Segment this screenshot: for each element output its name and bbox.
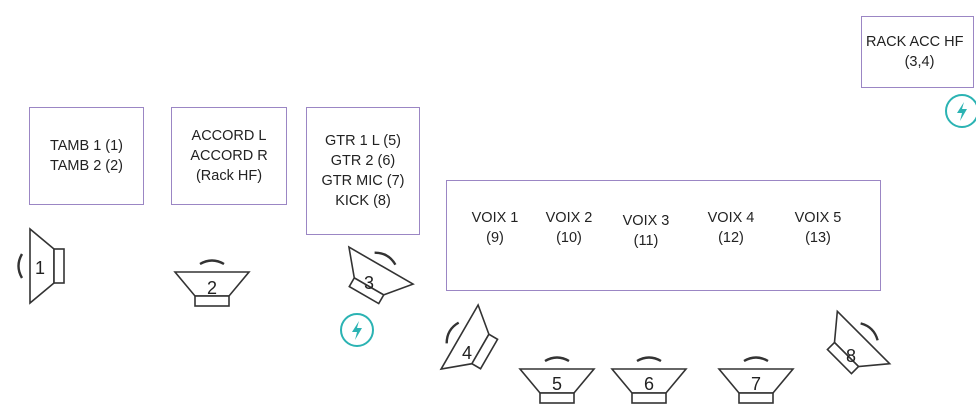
voix-4-channel: (12) bbox=[718, 230, 744, 246]
voix-2: VOIX 2 (10) bbox=[539, 208, 599, 248]
gtr-line-1: GTR 1 L (5) bbox=[324, 133, 401, 149]
gtr-line-3: GTR MIC (7) bbox=[321, 173, 405, 189]
monitor-5-label: 5 bbox=[552, 374, 562, 394]
rack-acc-line-2: (3,4) bbox=[904, 54, 935, 70]
rack-acc-box: RACK ACC HF (3,4) bbox=[861, 16, 974, 88]
tamb-line-2: TAMB 2 (2) bbox=[49, 158, 124, 174]
voix-1-channel: (9) bbox=[486, 230, 504, 246]
monitor-4-label: 4 bbox=[462, 343, 472, 363]
lightning-bolt-icon bbox=[945, 94, 976, 128]
rack-acc-line-1: RACK ACC HF bbox=[866, 34, 964, 50]
monitor-3 bbox=[330, 235, 420, 315]
voix-1-name: VOIX 1 bbox=[471, 210, 519, 226]
voix-4: VOIX 4 (12) bbox=[701, 208, 761, 248]
accord-box: ACCORD L ACCORD R (Rack HF) bbox=[171, 107, 287, 205]
voix-2-name: VOIX 2 bbox=[545, 210, 593, 226]
voix-5-channel: (13) bbox=[805, 230, 831, 246]
voix-box bbox=[446, 180, 881, 291]
monitor-8-label: 8 bbox=[846, 346, 856, 366]
monitor-2-label: 2 bbox=[207, 278, 217, 298]
voix-1: VOIX 1 (9) bbox=[466, 208, 524, 248]
lightning-bolt-icon bbox=[340, 313, 374, 347]
accord-line-2: ACCORD R bbox=[190, 148, 268, 164]
monitor-1-label: 1 bbox=[35, 258, 45, 278]
voix-5-name: VOIX 5 bbox=[794, 210, 842, 226]
gtr-line-2: GTR 2 (6) bbox=[330, 153, 396, 169]
tamb-line-1: TAMB 1 (1) bbox=[49, 138, 124, 154]
voix-3-name: VOIX 3 bbox=[622, 213, 670, 229]
accord-line-1: ACCORD L bbox=[191, 128, 267, 144]
voix-4-name: VOIX 4 bbox=[707, 210, 755, 226]
gtr-line-4: KICK (8) bbox=[335, 193, 391, 209]
monitor-7-label: 7 bbox=[751, 374, 761, 394]
monitor-3-label: 3 bbox=[364, 273, 374, 293]
voix-3-channel: (11) bbox=[633, 233, 659, 249]
accord-line-3: (Rack HF) bbox=[195, 168, 263, 184]
gtr-box: GTR 1 L (5) GTR 2 (6) GTR MIC (7) KICK (… bbox=[306, 107, 420, 235]
voix-2-channel: (10) bbox=[556, 230, 582, 246]
voix-3: VOIX 3 (11) bbox=[616, 211, 676, 251]
monitor-6-label: 6 bbox=[644, 374, 654, 394]
voix-5: VOIX 5 (13) bbox=[788, 208, 848, 248]
wedge-speaker-icon bbox=[330, 235, 420, 315]
tamb-box: TAMB 1 (1) TAMB 2 (2) bbox=[29, 107, 144, 205]
